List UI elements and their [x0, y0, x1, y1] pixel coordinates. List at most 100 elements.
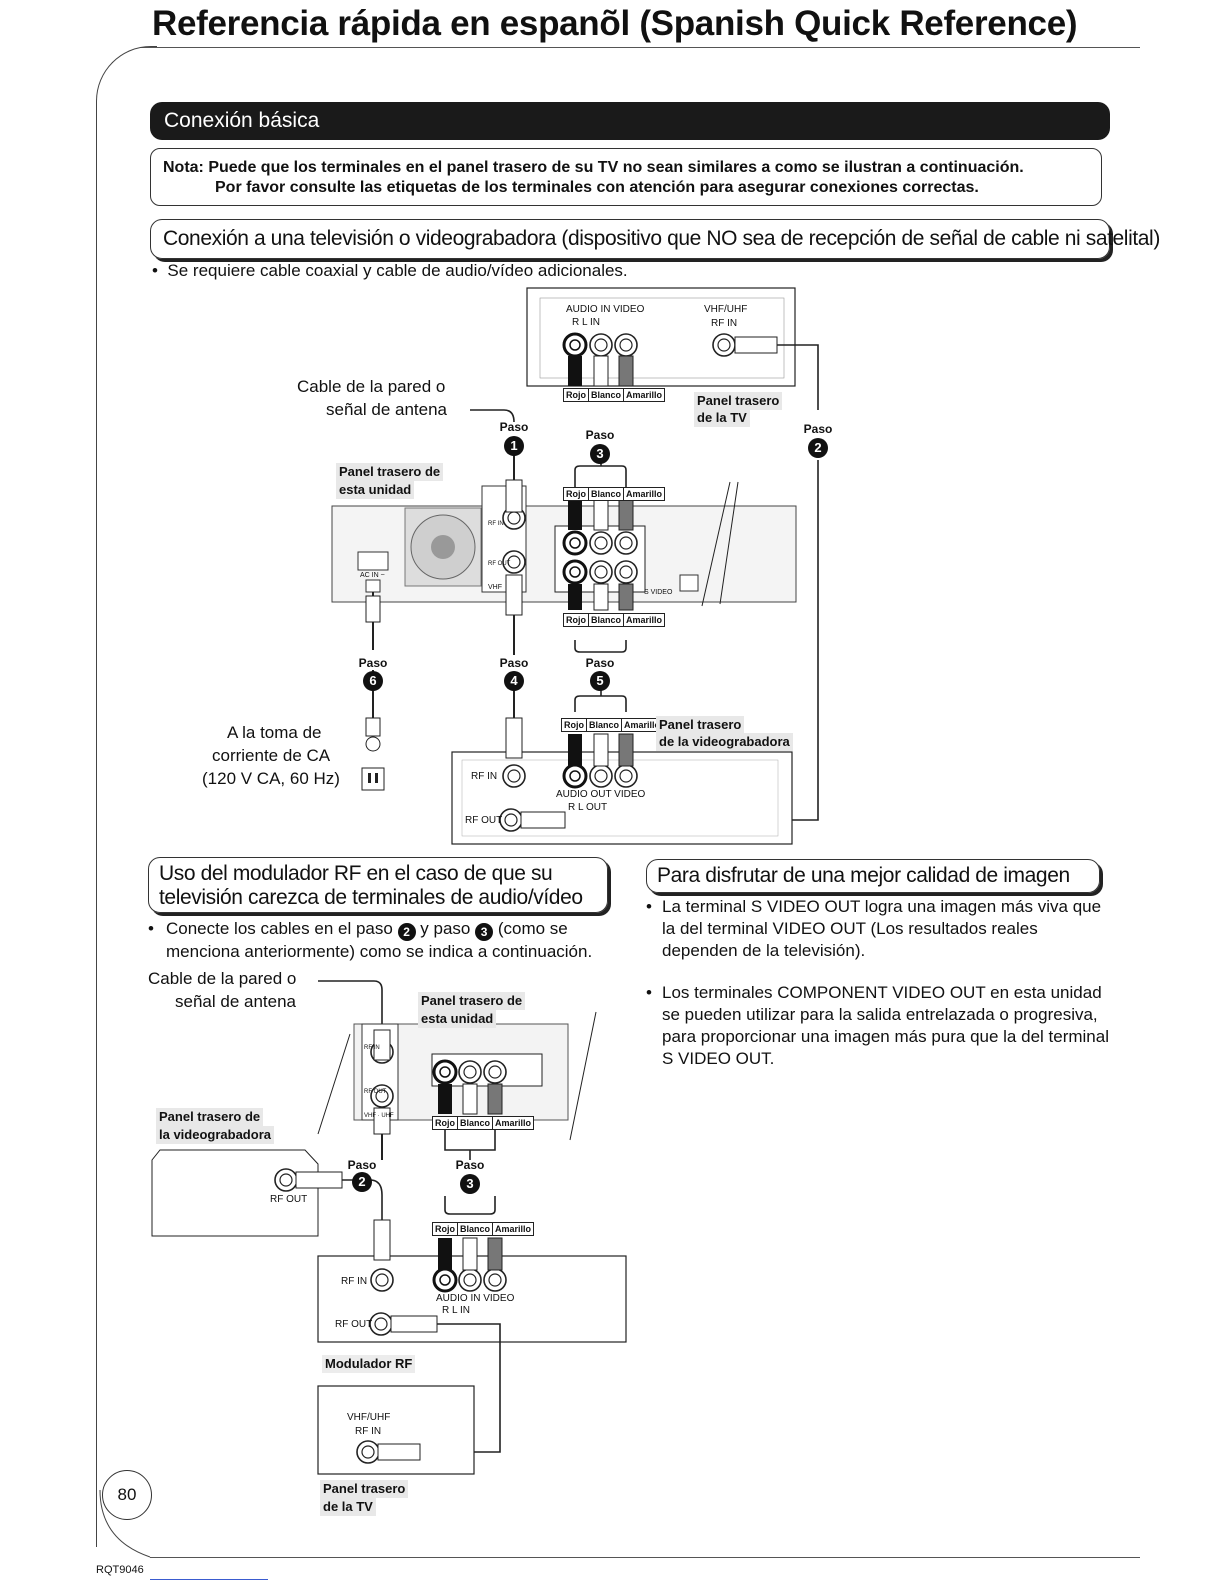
step-3-icon: 3 — [475, 923, 494, 941]
color-yellow: Amarillo — [626, 615, 663, 625]
color-white: Blanco — [589, 488, 625, 500]
color-yellow: Amarillo — [495, 1118, 532, 1128]
quality-bullet-2-text: Los terminales COMPONENT VIDEO OUT en es… — [662, 983, 1109, 1068]
tv-panel-bottom — [317, 1385, 475, 1475]
step-6-icon: 6 — [363, 671, 383, 691]
outlet-label-2: corriente de CA — [212, 746, 331, 765]
tv-vhf-label: VHF/UHF — [704, 304, 748, 315]
color-red: Rojo — [562, 719, 587, 731]
color-red: Rojo — [564, 488, 589, 500]
mod-wall-cable-label-2: señal de antena — [175, 992, 296, 1011]
color-red: Rojo — [564, 389, 589, 401]
ac-in-label: AC IN ~ — [360, 572, 385, 579]
paso-6-label: Paso — [358, 656, 388, 670]
modulator-heading-line-1: Uso del modulador RF en el caso de que s… — [159, 862, 553, 885]
document-code: RQT9046 — [96, 1564, 144, 1576]
vcr-audio-out-label: AUDIO OUT VIDEO — [556, 789, 646, 800]
title-rule — [140, 47, 1140, 48]
wall-cable-label-2: señal de antena — [326, 400, 447, 419]
mod-vcr-rf-out: RF OUT — [270, 1194, 308, 1205]
tv-panel-label-1: Panel trasero — [694, 392, 783, 410]
tv-audio-in-sub: R L IN — [572, 317, 600, 328]
quality-bullet-1: • La terminal S VIDEO OUT logra una imag… — [646, 896, 1112, 962]
tv-panel-label-2: de la TV — [694, 409, 750, 427]
bullet-dot: • — [148, 919, 154, 938]
unit-panel-label-1: Panel trasero de — [336, 463, 444, 481]
connection-bullet-text: Se requiere cable coaxial y cable de aud… — [167, 261, 628, 280]
mod-paso-2-label: Paso — [347, 1158, 377, 1172]
step-2-icon: 2 — [808, 438, 828, 458]
step-3-icon: 3 — [590, 444, 610, 464]
color-white: Blanco — [587, 719, 623, 731]
section-heading: Conexión básica — [150, 102, 1110, 140]
note-line-1: Nota: Puede que los terminales en el pan… — [163, 159, 1024, 176]
color-white: Blanco — [589, 389, 625, 401]
mod-unit-rf-out: RF OUT — [364, 1089, 387, 1095]
modulator-bullet: • Conecte los cables en el paso 2 y paso… — [148, 918, 636, 963]
page-title: Referencia rápida en espanõl (Spanish Qu… — [152, 4, 1078, 43]
modulator-bullet-a: Conecte los cables en el paso — [166, 919, 393, 938]
bullet-dot: • — [646, 983, 652, 1002]
unit-rf-out-label: RF OUT — [488, 561, 511, 567]
outlet-label-1: A la toma de — [227, 723, 322, 742]
wall-cable-label-1: Cable de la pared o — [297, 377, 446, 396]
vcr-audio-out-sub: R L OUT — [568, 802, 608, 813]
tv-audio-in-label: AUDIO IN VIDEO — [566, 304, 645, 315]
step-2-icon: 2 — [397, 923, 416, 941]
modulator-bullet-c: (como se — [497, 919, 568, 938]
unit-vhf-label: VHF — [488, 584, 502, 591]
mod-unit-panel-label-1: Panel trasero de — [418, 992, 526, 1010]
bullet-dot: • — [646, 897, 652, 916]
paso-4-label: Paso — [499, 656, 529, 670]
mod-audio-in-label: AUDIO IN VIDEO — [436, 1293, 515, 1304]
color-white: Blanco — [458, 1117, 494, 1129]
mod-tv-panel-label-2: de la TV — [320, 1498, 376, 1516]
mod-unit-rf-in: RF IN — [364, 1045, 380, 1051]
quality-heading: Para disfrutar de una mejor calidad de i… — [646, 859, 1100, 893]
mod-step-3-icon: 3 — [460, 1174, 480, 1194]
paso-5-label: Paso — [585, 656, 615, 670]
color-red: Rojo — [433, 1223, 458, 1235]
mod-rf-out-label: RF OUT — [335, 1319, 373, 1330]
mod-vcr-panel-label-1: Panel trasero de — [156, 1108, 264, 1126]
mod-tv-rf-in-label: RF IN — [355, 1426, 382, 1437]
paso-1-label: Paso — [499, 420, 529, 434]
vcr-panel-label-1: Panel trasero — [656, 716, 745, 734]
step-1-icon: 1 — [504, 436, 524, 456]
color-red: Rojo — [564, 614, 589, 626]
unit-rf-in-label: RF IN — [488, 521, 504, 527]
color-yellow: Amarillo — [495, 1224, 532, 1234]
mod-wall-cable-label-1: Cable de la pared o — [148, 969, 297, 988]
tv-rf-in-label: RF IN — [711, 318, 738, 329]
color-yellow: Amarillo — [624, 720, 661, 730]
outlet-label-3: (120 V CA, 60 Hz) — [202, 769, 340, 788]
unit-panel-label-2: esta unidad — [336, 481, 415, 499]
modulator-bullet-d: menciona anteriormente) como se indica a… — [166, 942, 593, 961]
vcr-panel-label-2: de la videograbadora — [656, 733, 793, 751]
step-5-icon: 5 — [590, 671, 610, 691]
mod-unit-vhf: VHF · UHF — [364, 1113, 394, 1119]
page-number: 80 — [102, 1470, 152, 1520]
color-white: Blanco — [458, 1223, 494, 1235]
mod-tv-vhf-label: VHF/UHF — [347, 1412, 391, 1423]
note-line-2: Por favor consulte las etiquetas de los … — [215, 179, 979, 196]
mod-unit-panel-label-2: esta unidad — [418, 1010, 497, 1028]
color-yellow: Amarillo — [626, 489, 663, 499]
mod-tv-panel-label-1: Panel trasero — [320, 1480, 409, 1498]
paso-2-label: Paso — [803, 422, 833, 436]
connection-bullet: • Se requiere cable coaxial y cable de a… — [152, 261, 628, 280]
quality-bullet-1-text: La terminal S VIDEO OUT logra una imagen… — [662, 897, 1102, 960]
quality-bullet-2: • Los terminales COMPONENT VIDEO OUT en … — [646, 982, 1122, 1070]
mod-vcr-panel-label-2: la videograbadora — [156, 1126, 274, 1144]
step-4-icon: 4 — [504, 671, 524, 691]
modulator-heading-line-2: televisión carezca de terminales de audi… — [159, 886, 583, 909]
vcr-rf-in-label: RF IN — [471, 771, 498, 782]
unit-svideo-label: S VIDEO — [644, 589, 673, 596]
mod-rf-in-label: RF IN — [341, 1276, 368, 1287]
